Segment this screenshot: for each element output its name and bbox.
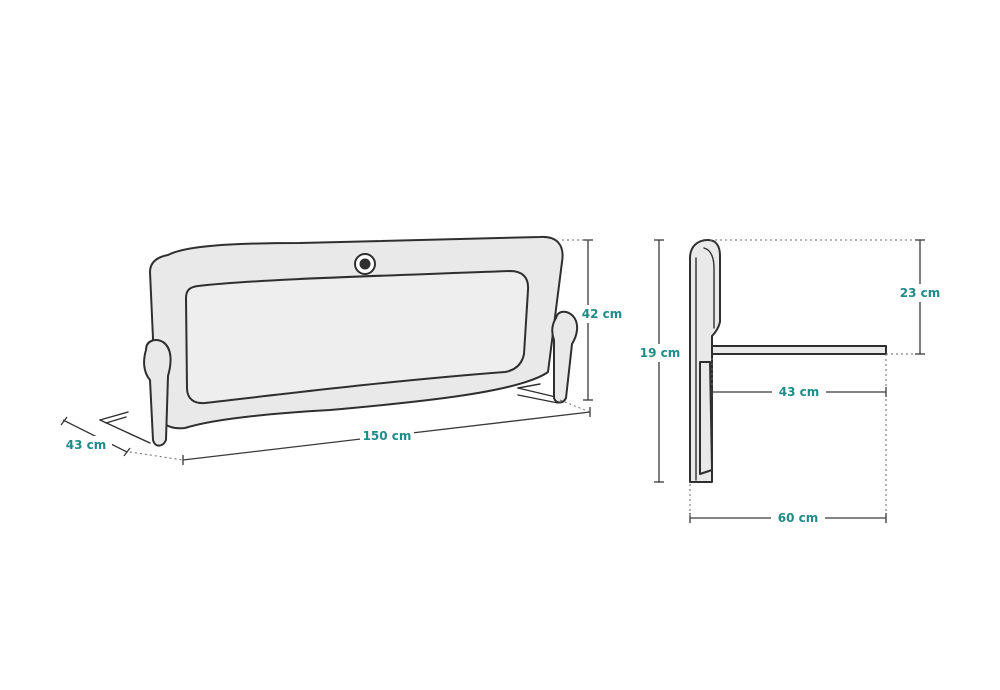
height-label-front: 42 cm bbox=[582, 307, 623, 321]
hanging-hole-icon bbox=[354, 253, 376, 275]
side-view: 19 cm 23 cm 43 cm 60 cm bbox=[636, 239, 946, 527]
width-label: 150 cm bbox=[363, 429, 412, 443]
hinge-right bbox=[551, 310, 579, 404]
dim-width: 150 cm bbox=[182, 407, 591, 465]
dim-total-depth: 60 cm bbox=[689, 509, 887, 527]
dim-arm-length: 43 cm bbox=[711, 383, 887, 401]
base-arm-left bbox=[99, 411, 151, 444]
dim-rail-height: 23 cm bbox=[894, 239, 946, 355]
depth-label-front: 43 cm bbox=[66, 438, 107, 452]
front-view: 43 cm 150 cm 42 cm bbox=[58, 235, 628, 465]
rail-height-label: 23 cm bbox=[900, 286, 941, 300]
mesh-panel bbox=[185, 270, 530, 405]
side-arm bbox=[711, 345, 887, 355]
hinge-left bbox=[143, 339, 172, 447]
dim-height-front: 42 cm bbox=[578, 239, 628, 401]
dim-depth-front: 43 cm bbox=[58, 416, 131, 457]
arm-length-label: 43 cm bbox=[779, 385, 820, 399]
side-pad bbox=[699, 361, 713, 475]
total-depth-label: 60 cm bbox=[778, 511, 819, 525]
dim-height-side: 19 cm bbox=[636, 239, 684, 483]
height-label-side: 19 cm bbox=[640, 346, 681, 360]
